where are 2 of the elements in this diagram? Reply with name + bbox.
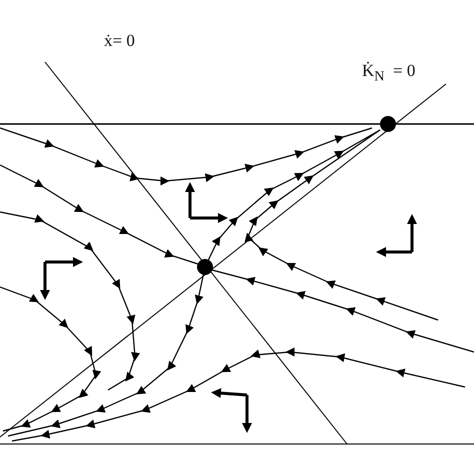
nullcline-label: K̇$_{N}$ = 0 (362, 62, 416, 84)
nullcline-label: ẋ= 0 (104, 32, 135, 49)
